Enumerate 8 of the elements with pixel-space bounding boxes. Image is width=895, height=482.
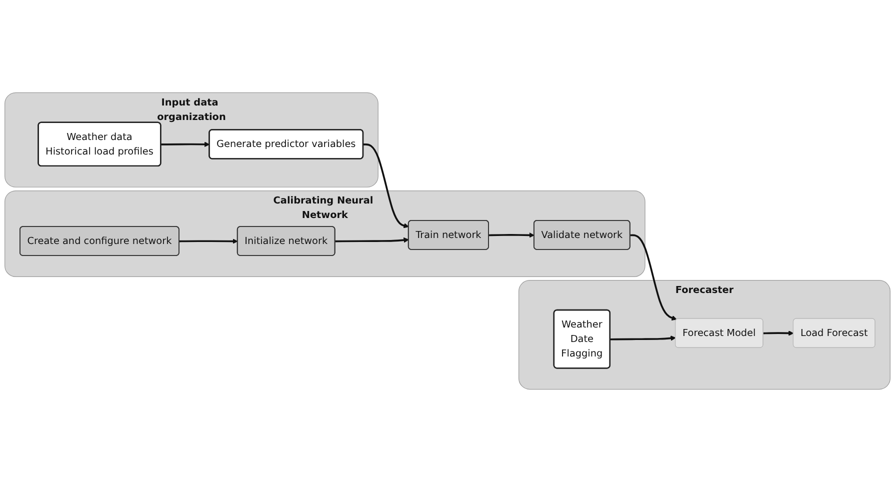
arrow [179,238,238,244]
arrow [630,234,677,320]
arrow [160,142,210,148]
arrow [610,336,676,341]
arrow [763,330,794,336]
arrow [363,144,409,228]
arrow [488,232,534,238]
arrow [335,237,409,243]
